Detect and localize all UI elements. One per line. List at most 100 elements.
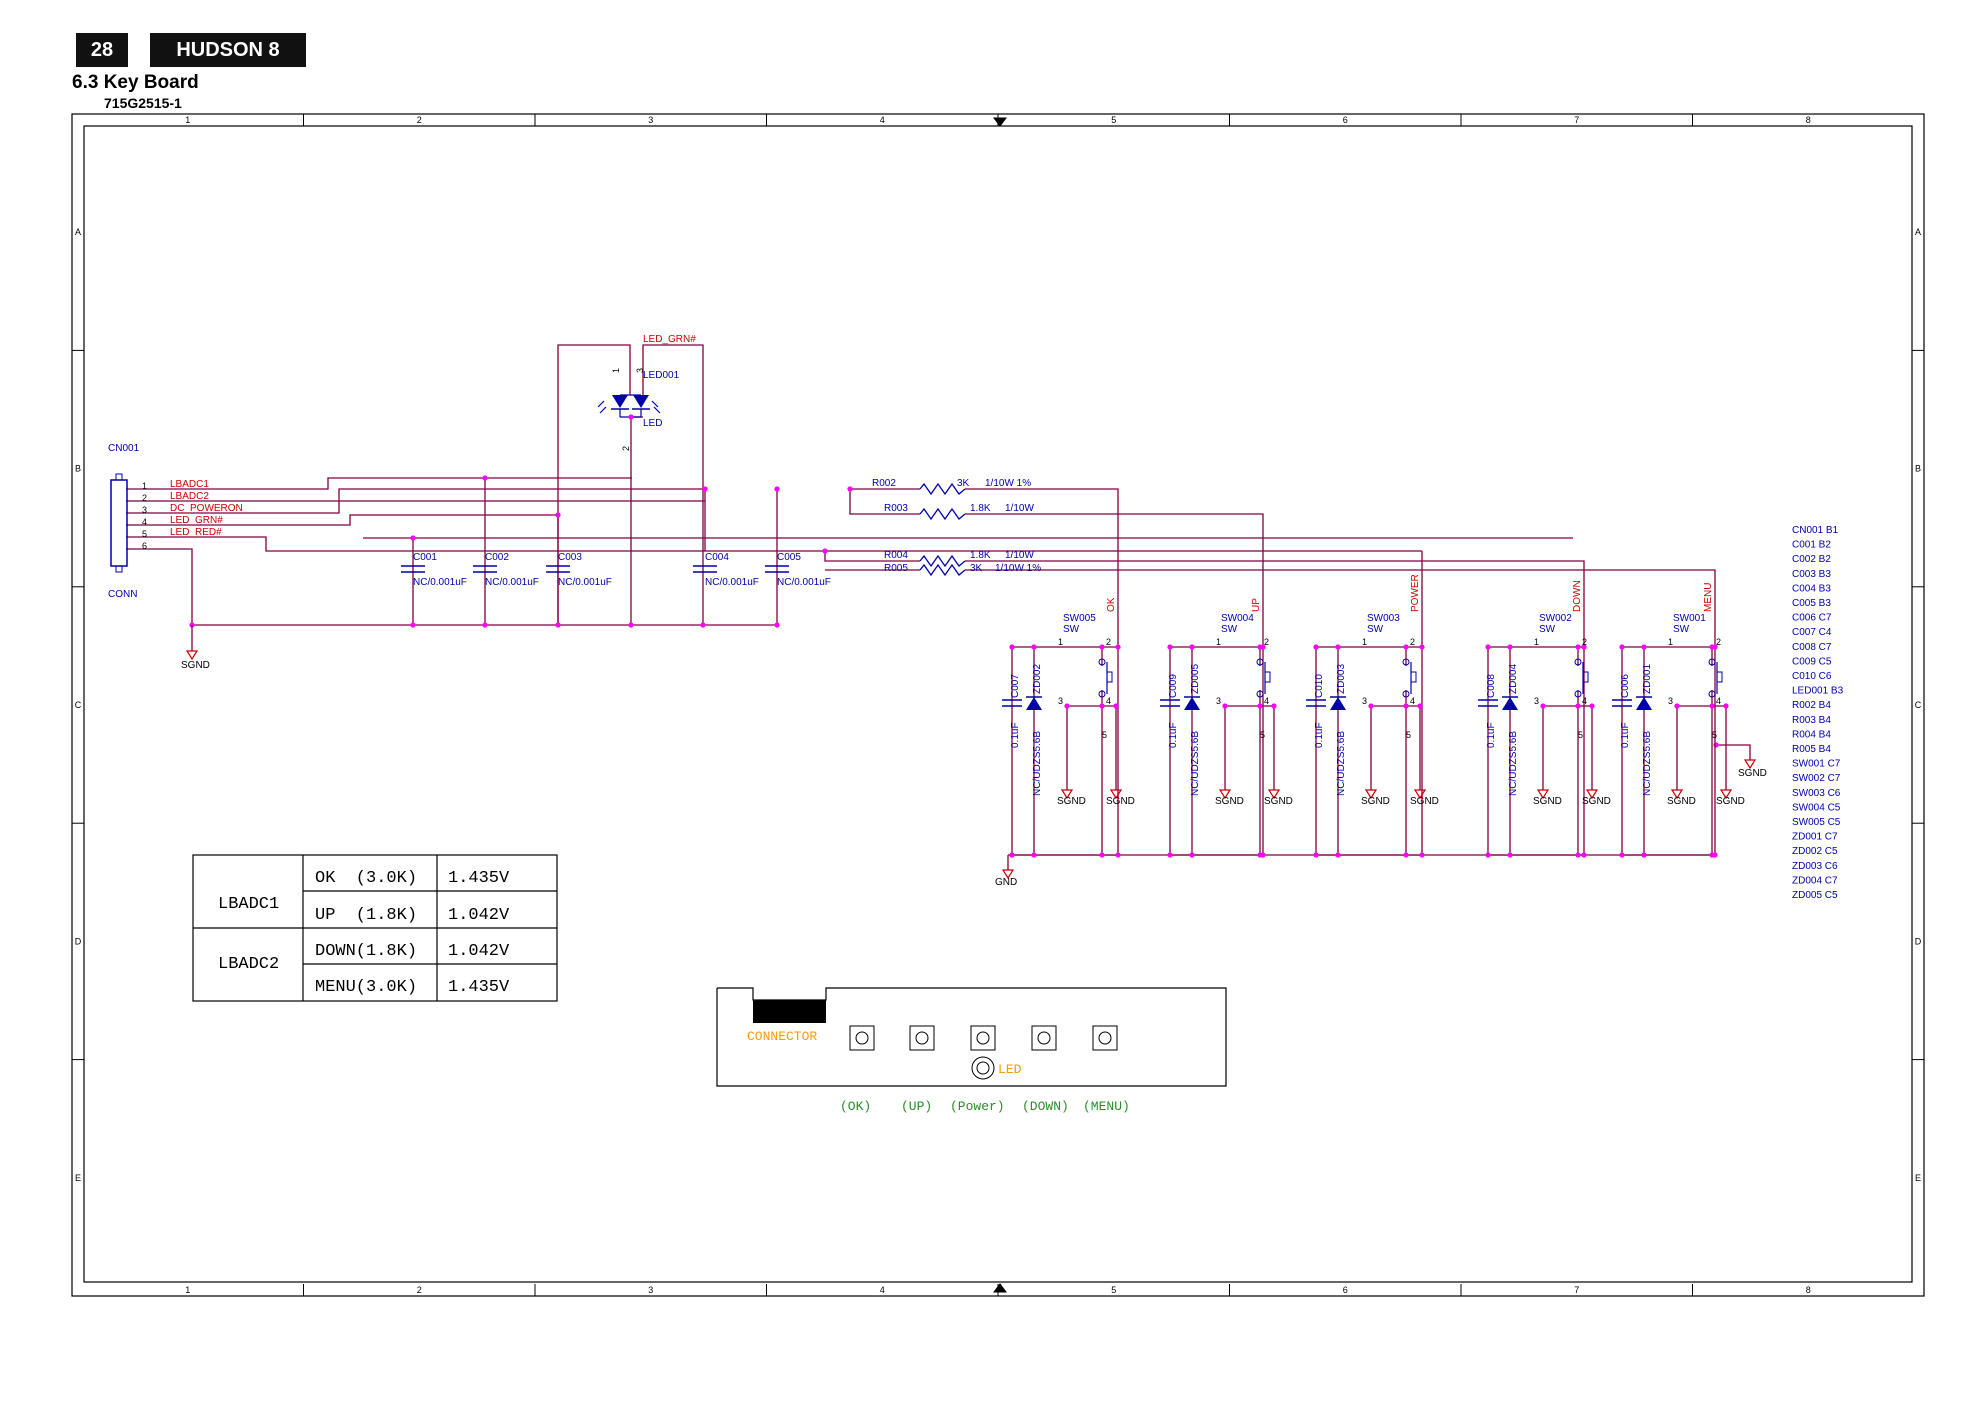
table-voltage-menu: 1.435V: [448, 978, 510, 997]
resistor-r005: R005 3K 1/10W 1%: [884, 563, 1041, 574]
res-ref: R004: [884, 550, 908, 561]
component-symbols: [185, 394, 1757, 880]
junction-dot: [628, 622, 634, 628]
row-label-left: A: [75, 227, 81, 237]
column-label-top: 4: [880, 115, 885, 125]
resistors: R002 3K 1/10W 1% R003 1.8K 1/10W R004 1.…: [872, 478, 1041, 574]
switch-cap-ref: C006: [1620, 674, 1631, 698]
board-button-up: [909, 1025, 935, 1051]
switch-net-label: OK: [1106, 597, 1117, 612]
row-label-right: C: [1915, 700, 1922, 710]
led-led001: LED_GRN# LED001 LED 1 3 2: [611, 334, 696, 451]
table-voltage-up: 1.042V: [448, 906, 510, 925]
model-name: HUDSON 8: [150, 33, 306, 67]
connector-cn001: CN001 CONN 1 2 3 4 5 6 LBADC1 LBADC2 DC_…: [108, 443, 243, 600]
switch-zener-value: NC/UDZS5.6B: [1508, 731, 1519, 796]
column-label-top: 1: [185, 115, 190, 125]
res-spec: 1/10W: [1005, 503, 1034, 514]
decoupling-capacitors: C001 NC/0.001uF C002 NC/0.001uF C003 NC/…: [413, 552, 831, 588]
board-label-up: (UP): [901, 1099, 932, 1114]
column-label-top: 8: [1806, 115, 1811, 125]
switch-pin-2: 2: [1716, 637, 1721, 647]
switch-cap-ref: C009: [1168, 674, 1179, 698]
board-outline: [716, 987, 1227, 1087]
capacitor-c003: C003 NC/0.001uF: [558, 552, 612, 588]
switch-zener-ref: ZD003: [1336, 664, 1347, 694]
frame-center-arrow-bottom: [993, 1283, 1007, 1293]
switch-pin-3: 3: [1216, 696, 1221, 706]
board-label-power: (Power): [950, 1099, 1005, 1114]
reference-entry: R004 B4: [1792, 729, 1831, 740]
res-value: 3K: [957, 478, 970, 489]
cap-ref: C001: [413, 552, 437, 563]
reference-entry: R005 B4: [1792, 744, 1831, 755]
switch-ref: SW005: [1063, 613, 1096, 624]
column-label-bottom: 3: [648, 1285, 653, 1295]
switch-pin-3: 3: [1534, 696, 1539, 706]
switch-ref: SW003: [1367, 613, 1400, 624]
reference-entry: C006 C7: [1792, 613, 1832, 624]
switch-cap-value: 0.1uF: [1010, 722, 1021, 748]
reference-entry: ZD005 C5: [1792, 890, 1838, 901]
res-value: 3K: [970, 563, 983, 574]
junction-dot: [482, 622, 488, 628]
column-label-bottom: 8: [1806, 1285, 1811, 1295]
keyboard-layout: CONNECTOR LED (OK) (UP) (Power) (DOWN) (…: [716, 987, 1227, 1114]
res-value: 1.8K: [970, 503, 991, 514]
switch-pin-5: 5: [1260, 730, 1265, 740]
capacitor-symbol: [765, 565, 789, 573]
switch-sgnd-label: SGND: [1361, 796, 1390, 807]
cap-value: NC/0.001uF: [705, 577, 759, 588]
switch-net-label: MENU: [1703, 583, 1714, 612]
switch-pin-1: 1: [1362, 637, 1367, 647]
switch-sgnd-label: SGND: [1057, 796, 1086, 807]
switch-type: SW: [1221, 624, 1238, 635]
switch-pin-4: 4: [1264, 696, 1269, 706]
reference-entry: R003 B4: [1792, 715, 1831, 726]
switch-pin-1: 1: [1668, 637, 1673, 647]
res-spec: 1/10W 1%: [985, 478, 1031, 489]
net-label-lbadc1: LBADC1: [170, 479, 209, 490]
reference-entry: ZD001 C7: [1792, 832, 1838, 843]
connector-pin-4: 4: [142, 517, 147, 527]
reference-entry: C008 C7: [1792, 642, 1832, 653]
switch-zener-value: NC/UDZS5.6B: [1032, 731, 1043, 796]
capacitor-c001: C001 NC/0.001uF: [413, 552, 467, 588]
board-led: [971, 1056, 995, 1080]
led-type: LED: [643, 418, 662, 429]
led-pin-2: 2: [621, 446, 631, 451]
switch-type: SW: [1063, 624, 1080, 635]
board-button-ok: [849, 1025, 875, 1051]
switch-cap-ref: C010: [1314, 674, 1325, 698]
switch-pin-4: 4: [1582, 696, 1587, 706]
resistor-symbol: [919, 482, 966, 496]
row-label-right: D: [1915, 936, 1922, 946]
resistor-symbol: [919, 507, 966, 521]
wires: [126, 344, 1716, 856]
switch-pin-2: 2: [1582, 637, 1587, 647]
net-label-led-grn: LED_GRN#: [170, 515, 223, 526]
led-symbol: [597, 394, 661, 418]
switch-cap-value: 0.1uF: [1314, 722, 1325, 748]
switch-zener-value: NC/UDZS5.6B: [1642, 731, 1653, 796]
switch-cap-value: 0.1uF: [1168, 722, 1179, 748]
board-led-label: LED: [998, 1062, 1022, 1077]
switch-zener-ref: ZD004: [1508, 664, 1519, 694]
reference-entry: ZD004 C7: [1792, 875, 1838, 886]
switch-pin-2: 2: [1106, 637, 1111, 647]
resistor-r004: R004 1.8K 1/10W: [884, 550, 1034, 561]
connector-type: CONN: [108, 589, 137, 600]
switch-sgnd-label: SGND: [1215, 796, 1244, 807]
net-label-led-red: LED_RED#: [170, 527, 222, 538]
reference-entry: C001 B2: [1792, 540, 1831, 551]
table-key-down: DOWN(1.8K): [315, 942, 417, 961]
column-label-top: 7: [1574, 115, 1579, 125]
reference-entry: C009 C5: [1792, 656, 1832, 667]
switch-pin-3: 3: [1362, 696, 1367, 706]
switch-sgnd-label: SGND: [1106, 796, 1135, 807]
reference-entry: C002 B2: [1792, 554, 1831, 565]
